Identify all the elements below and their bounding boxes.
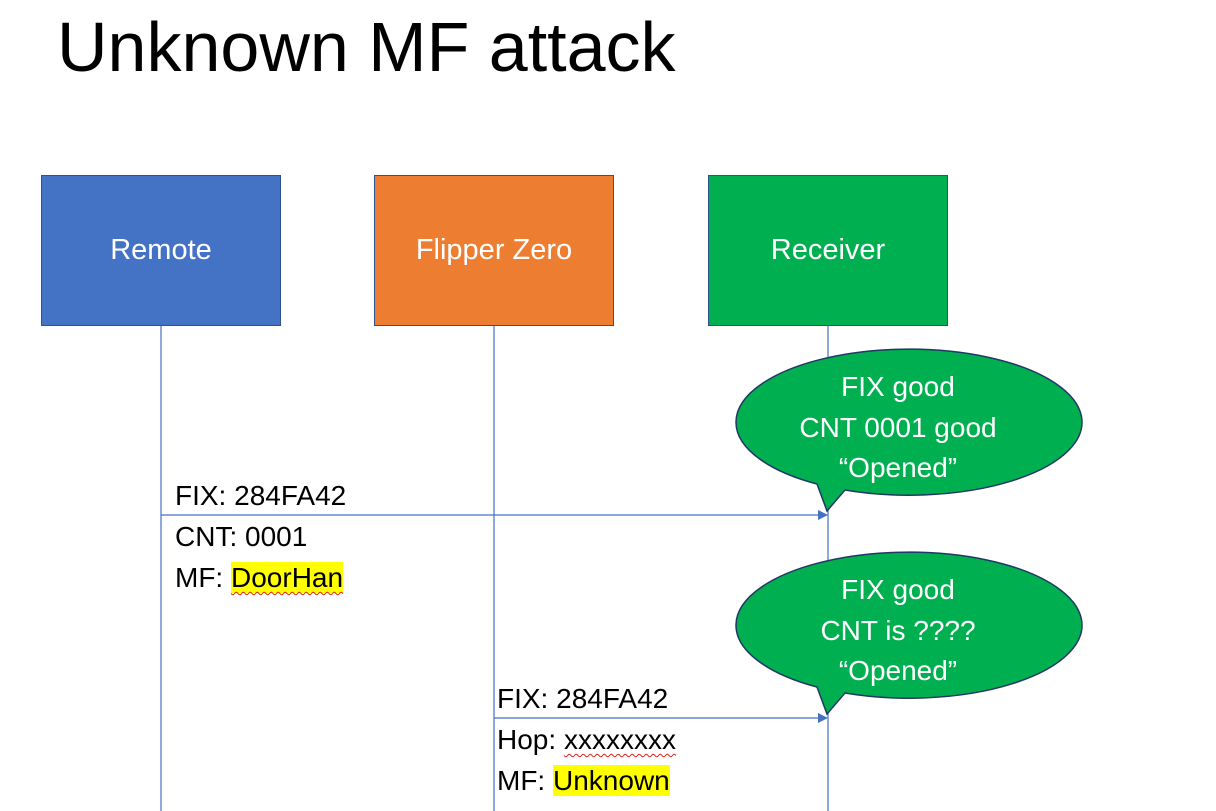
receiver-label: Receiver	[770, 234, 886, 266]
speech-bubble-1-text: FIX good CNT 0001 good “Opened”	[728, 367, 1068, 489]
bubble-2-line-2: CNT is ????	[820, 614, 976, 646]
message-2-mf-prefix: MF:	[497, 765, 553, 796]
message-1-cnt: CNT: 0001	[175, 521, 308, 552]
remote-label: Remote	[110, 234, 212, 266]
message-2-mf: MF: Unknown	[497, 760, 676, 801]
bubble-2-line-3: “Opened”	[838, 655, 958, 686]
message-2-mf-value: Unknown	[553, 765, 670, 796]
bubble-1-line-1: FIX good	[841, 371, 955, 402]
remote-box: Remote	[41, 175, 281, 326]
speech-bubble-2-text: FIX good CNT is ???? “Opened”	[728, 570, 1068, 692]
bubble-1-line-2: CNT 0001 good	[799, 411, 997, 443]
message-1-mf-prefix: MF:	[175, 562, 231, 593]
flipper-zero-label: Flipper Zero	[415, 234, 573, 266]
message-1-mf: MF: DoorHan	[175, 557, 346, 598]
message-1-fix: FIX: 284FA42	[175, 480, 347, 511]
message-1-mf-value: DoorHan	[231, 562, 344, 593]
message-2-hop-value: xxxxxxxx	[563, 724, 676, 755]
message-2: FIX: 284FA42 Hop: xxxxxxxx MF: Unknown	[497, 678, 676, 801]
receiver-box: Receiver	[708, 175, 948, 326]
speech-bubble-1	[735, 348, 1083, 513]
flipper-zero-box: Flipper Zero	[374, 175, 614, 326]
bubble-2-line-1: FIX good	[841, 574, 955, 605]
message-2-hop: Hop: xxxxxxxx	[497, 719, 676, 760]
slide-title: Unknown MF attack	[57, 8, 676, 86]
message-2-fix: FIX: 284FA42	[497, 683, 669, 714]
message-1: FIX: 284FA42 CNT: 0001 MF: DoorHan	[175, 475, 346, 598]
speech-bubble-2	[735, 551, 1083, 716]
message-2-hop-prefix: Hop:	[497, 724, 564, 755]
bubble-1-line-3: “Opened”	[838, 452, 958, 483]
